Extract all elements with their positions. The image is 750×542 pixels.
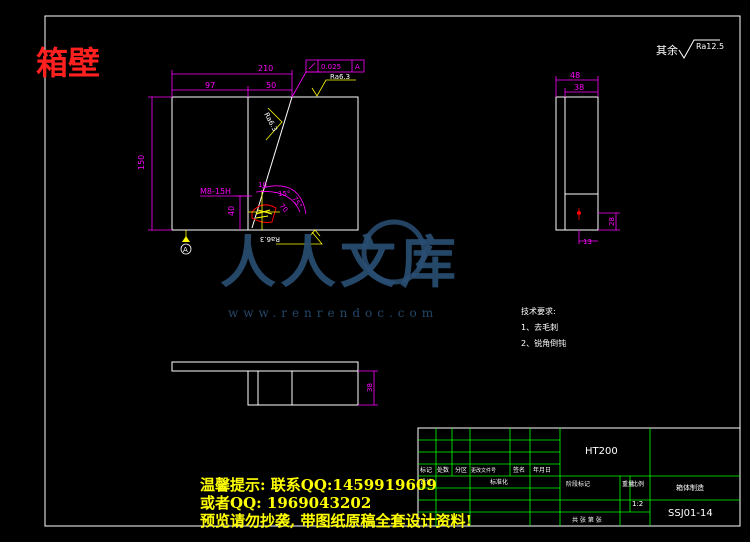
logo-watermark-url: www.renrendoc.com	[228, 306, 439, 320]
title-block-drawing-number: SSJ01-14	[668, 508, 713, 519]
dim-outer-width: 48	[570, 71, 580, 80]
dim-small: 10	[258, 181, 267, 189]
dim-mid-width: 50	[266, 81, 276, 90]
dim-length: 70	[277, 202, 289, 214]
datum-a-marker: A	[180, 230, 192, 255]
dim-height: 150	[137, 155, 146, 170]
surface-note-prefix: 其余	[656, 43, 678, 57]
tech-req-item-1: 1、去毛刺	[521, 322, 558, 332]
title-block-header-3: 更改文件号	[471, 467, 496, 474]
tech-req-item-2: 2、锐角倒钝	[521, 338, 566, 348]
tolerance-datum: A	[355, 63, 360, 71]
roughness-bottom: Ra6.3	[260, 229, 323, 245]
dim-left-width: 97	[205, 81, 215, 90]
thread-callout: M8-15H	[200, 187, 231, 196]
title-block-role-label: 标准化	[490, 478, 508, 486]
title-block-sheet-info: 共 张 第 张	[572, 516, 602, 524]
bottom-view-strip	[171, 361, 359, 372]
front-view-outline	[171, 96, 359, 231]
title-block-header-4: 签名	[513, 466, 525, 474]
surface-note-value: Ra12.5	[696, 42, 724, 51]
dim-hole-height: 28	[608, 217, 616, 226]
tolerance-frame: 0.025 A	[305, 59, 365, 73]
svg-text:A: A	[183, 246, 188, 254]
svg-text:Ra6.3: Ra6.3	[330, 73, 350, 81]
title-block-design-label: 设计	[420, 478, 432, 486]
part-title: 箱壁	[36, 44, 101, 82]
surface-finish-note: 其余 Ra12.5	[656, 39, 724, 59]
bottom-view-body	[247, 370, 359, 406]
tech-requirements: 技术要求: 1、去毛刺 2、锐角倒钝	[521, 306, 566, 348]
watermark-line-1: 温馨提示: 联系QQ:1459919609	[200, 476, 437, 494]
dim-hole-offset: 13	[583, 238, 592, 246]
tech-req-title: 技术要求:	[521, 306, 556, 316]
title-block-scale-label: 比例	[632, 480, 644, 488]
roughness-slant: Ra6.3	[262, 107, 283, 141]
drawing-border	[44, 15, 741, 527]
dim-bottom-view-height: 38	[366, 383, 374, 392]
dim-overall-width: 210	[258, 64, 273, 73]
title-block: HT200 箱体制造 SSJ01-14 1:2 阶段标记 重量 共 张 第 张 …	[417, 427, 741, 527]
tolerance-value: 0.025	[321, 63, 341, 71]
front-view: 210 97 50 150 40 10 15° 75° 70 M8-15H 0.…	[137, 59, 365, 255]
roughness-top: Ra6.3	[311, 73, 356, 97]
dim-angle-b: 75°	[290, 195, 303, 210]
title-block-header-2: 分区	[455, 466, 467, 474]
title-block-material: HT200	[585, 446, 618, 457]
watermark-line-3: 预览请勿抄袭, 带图纸原稿全套设计资料!	[200, 512, 473, 530]
side-view: 48 38 28 13	[555, 71, 620, 246]
svg-text:Ra6.3: Ra6.3	[262, 111, 279, 133]
dim-inner-width: 38	[574, 83, 584, 92]
logo-watermark-text: 人人文库	[220, 230, 460, 296]
bottom-view: 38	[171, 361, 378, 406]
logo-watermark-circle	[361, 219, 427, 285]
title-block-scale: 1:2	[632, 500, 643, 508]
title-block-weight-label: 重量	[622, 480, 634, 488]
title-block-header-0: 标记	[420, 466, 432, 474]
title-block-company: 箱体制造	[676, 483, 704, 492]
watermark-line-2: 或者QQ: 1969043202	[200, 494, 372, 512]
title-block-stage-label: 阶段标记	[566, 480, 590, 488]
slot-detail	[251, 204, 277, 223]
side-view-outline	[555, 96, 599, 231]
title-block-header-5: 年月日	[533, 466, 551, 474]
dim-angle-a: 15°	[278, 190, 290, 198]
title-block-header-1: 处数	[437, 466, 449, 474]
svg-text:Ra6.3: Ra6.3	[260, 235, 280, 243]
dim-bottom-height: 40	[227, 206, 236, 216]
